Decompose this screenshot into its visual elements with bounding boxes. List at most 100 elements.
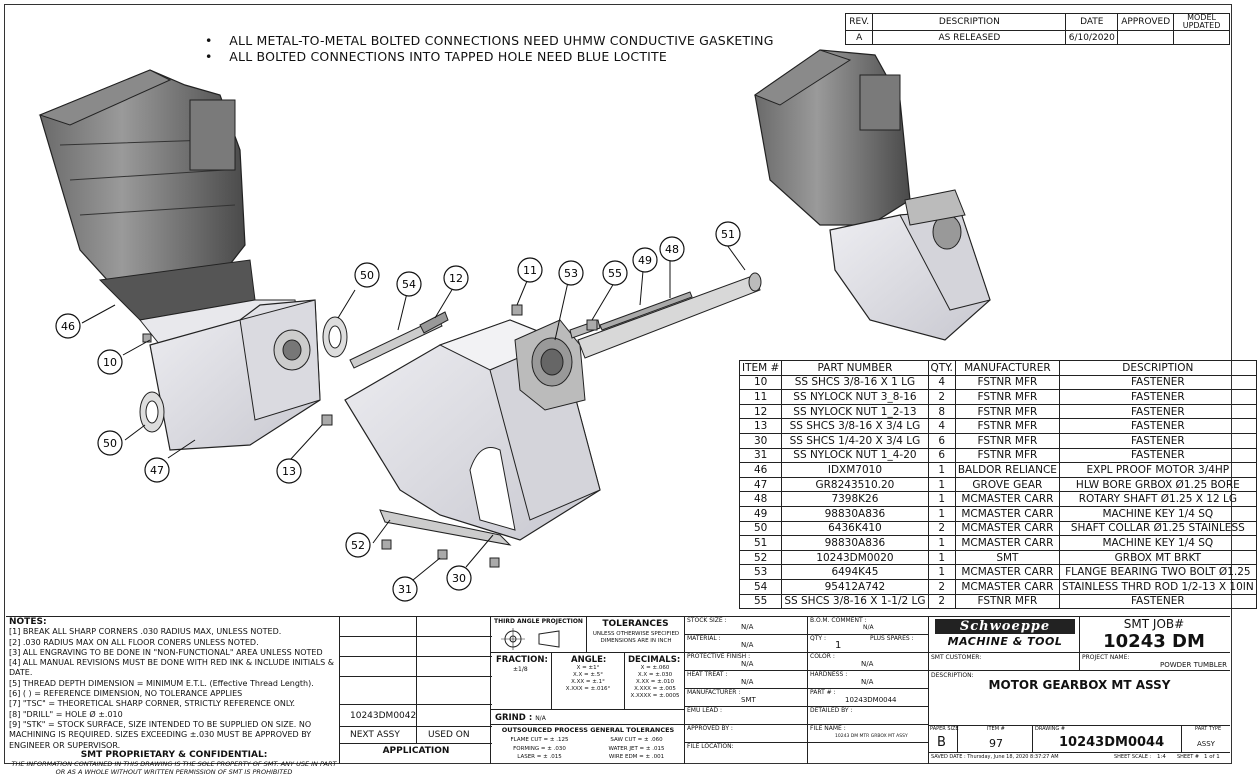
- bom-cell: 4: [927, 374, 956, 391]
- title-block: Schwoeppe MACHINE & TOOL SMT JOB# 10243 …: [929, 616, 1230, 764]
- svg-text:31: 31: [398, 583, 412, 596]
- sheet-number-label: SHEET #: [1177, 754, 1200, 760]
- bom-cell: 1: [927, 549, 956, 566]
- drawing-label: DRAWING #: [1035, 726, 1066, 732]
- svg-text:52: 52: [351, 539, 365, 552]
- bom-cell: 48: [738, 491, 783, 507]
- bom-cell: SS SHCS 3/8-16 X 1-1/2 LG: [781, 593, 929, 610]
- bom-cell: FASTENER: [1058, 432, 1257, 449]
- callout-55: 55: [602, 260, 628, 286]
- svg-text:50: 50: [360, 269, 374, 282]
- material-value: N/A: [741, 641, 754, 649]
- svg-text:47: 47: [150, 464, 164, 477]
- note-line: [9] "STK" = STOCK SURFACE, SIZE INTENDED…: [9, 719, 312, 750]
- callout-bubbles: 46 10 50 54 12 11 53 55 49 48 51 50 47 1…: [55, 221, 741, 602]
- bom-cell: SMT: [954, 549, 1060, 566]
- color-value: N/A: [861, 660, 874, 668]
- bom-cell: SHAFT COLLAR Ø1.25 STAINLESS: [1058, 520, 1257, 537]
- svg-text:13: 13: [282, 465, 296, 478]
- bom-cell: 49: [738, 505, 783, 522]
- callout-49: 49: [632, 247, 658, 273]
- rotary-shaft-part: [569, 272, 762, 359]
- bom-cell: 10: [738, 374, 783, 391]
- bom-cell: 52: [738, 549, 783, 566]
- bom-cell: FLANGE BEARING TWO BOLT Ø1.25: [1058, 564, 1257, 580]
- stock-size-value: N/A: [741, 623, 754, 631]
- bom-cell: 6: [927, 432, 956, 449]
- bom-cell: 46: [738, 462, 783, 478]
- item-label: ITEM #: [987, 726, 1005, 732]
- note-line: [7] "TSC" = THEORETICAL SHARP CORNER, ST…: [9, 699, 296, 709]
- bom-cell: BALDOR RELIANCE: [954, 462, 1060, 478]
- bom-header-row: ITEM # PART NUMBER QTY. MANUFACTURER DES…: [738, 360, 1257, 376]
- color-label: COLOR :: [810, 653, 835, 660]
- callout-31: 31: [392, 576, 418, 602]
- bom-cell: SS NYLOCK NUT 1_4-20: [781, 447, 929, 464]
- assembly-drawing: 46 10 50 54 12 11 53 55 49 48 51 50 47 1…: [38, 49, 991, 602]
- paper-size-label: PAPER SIZE: [930, 726, 959, 732]
- bom-header: DESCRIPTION: [1058, 360, 1257, 376]
- bom-cell: 53: [738, 564, 783, 580]
- proprietary-text: THE INFORMATION CONTAINED IN THIS DRAWIN…: [11, 760, 337, 776]
- bom-cell: IDXM7010: [781, 462, 929, 478]
- sheet-scale-label: SHEET SCALE :: [1114, 754, 1152, 760]
- application-block: 10243DM0042 NEXT ASSY USED ON APPLICATIO…: [339, 616, 492, 764]
- bom-cell: MCMASTER CARR: [954, 505, 1060, 522]
- fraction-value: ±1/8: [513, 666, 528, 673]
- bom-cell: MCMASTER CARR: [954, 535, 1060, 551]
- sheet-scale-value: 1:4: [1157, 754, 1166, 760]
- note-line: [1] BREAK ALL SHARP CORNERS .030 RADIUS …: [9, 627, 282, 637]
- outsourced-title: OUTSOURCED PROCESS GENERAL TOLERANCES: [501, 726, 675, 734]
- note-line: [5] THREAD DEPTH DIMENSION = MINIMUM E.T…: [9, 678, 314, 688]
- callout-52: 52: [345, 532, 371, 558]
- svg-text:10: 10: [103, 356, 117, 369]
- callout-54: 54: [396, 271, 422, 297]
- bom-cell: GROVE GEAR: [954, 476, 1060, 493]
- bom-cell: 6: [927, 447, 956, 464]
- bom-cell: SS NYLOCK NUT 1_2-13: [781, 403, 929, 420]
- svg-text:55: 55: [608, 267, 622, 280]
- tolerances-title: TOLERANCES: [602, 619, 669, 629]
- note-line: [3] ALL ENGRAVING TO BE DONE IN "NON-FUN…: [9, 647, 323, 657]
- bom-cell: 50: [738, 520, 783, 537]
- bom-cell: 31: [738, 447, 783, 464]
- company-logo-subtitle: MACHINE & TOOL: [947, 635, 1063, 648]
- bom-cell: 11: [738, 389, 783, 405]
- approved-by-label: APPROVED BY :: [687, 725, 733, 732]
- next-assy-label: NEXT ASSY: [350, 730, 400, 740]
- bom-cell: FASTENER: [1058, 447, 1257, 464]
- bom-cell: 4: [927, 418, 956, 434]
- company-logo: Schwoeppe: [935, 619, 1075, 634]
- bom-cell: FASTENER: [1058, 418, 1257, 434]
- svg-text:49: 49: [638, 254, 652, 267]
- bom-cell: FASTENER: [1058, 389, 1257, 405]
- part-no-value: 10243DM0044: [845, 696, 897, 704]
- bom-cell: 55: [738, 593, 783, 610]
- hardness-value: N/A: [861, 678, 874, 686]
- bom-cell: 6436K410: [781, 520, 929, 537]
- top-note: • ALL METAL-TO-METAL BOLTED CONNECTIONS …: [205, 33, 774, 48]
- job-label: SMT JOB#: [1123, 617, 1185, 631]
- material-label: MATERIAL :: [687, 635, 721, 642]
- top-note: • ALL BOLTED CONNECTIONS INTO TAPPED HOL…: [205, 49, 667, 64]
- bom-cell: FSTNR MFR: [954, 418, 1060, 434]
- bom-cell: 30: [738, 432, 783, 449]
- svg-text:11: 11: [523, 264, 537, 277]
- proprietary-title: SMT PROPRIETARY & CONFIDENTIAL:: [80, 749, 268, 760]
- emu-lead-label: EMU LEAD :: [687, 707, 723, 714]
- callout-12: 12: [443, 265, 469, 291]
- threaded-rod-part: [349, 311, 449, 369]
- bom-cell: GRBOX MT BRKT: [1058, 549, 1257, 566]
- decimals-label: DECIMALS:: [628, 655, 681, 665]
- grind-label: GRIND : N/A: [495, 713, 546, 723]
- callout-13: 13: [276, 458, 302, 484]
- bom-header: QTY.: [927, 360, 956, 376]
- customer-label: SMT CUSTOMER:: [931, 654, 982, 661]
- qty-label: QTY :: [810, 635, 826, 642]
- file-name-value: 10243 DM MTR GRBOX MT ASSY: [835, 734, 908, 739]
- notes-block: NOTES: [1] BREAK ALL SHARP CORNERS .030 …: [9, 617, 339, 776]
- revision-table: REV. DESCRIPTION DATE APPROVED MODEL UPD…: [844, 13, 1230, 45]
